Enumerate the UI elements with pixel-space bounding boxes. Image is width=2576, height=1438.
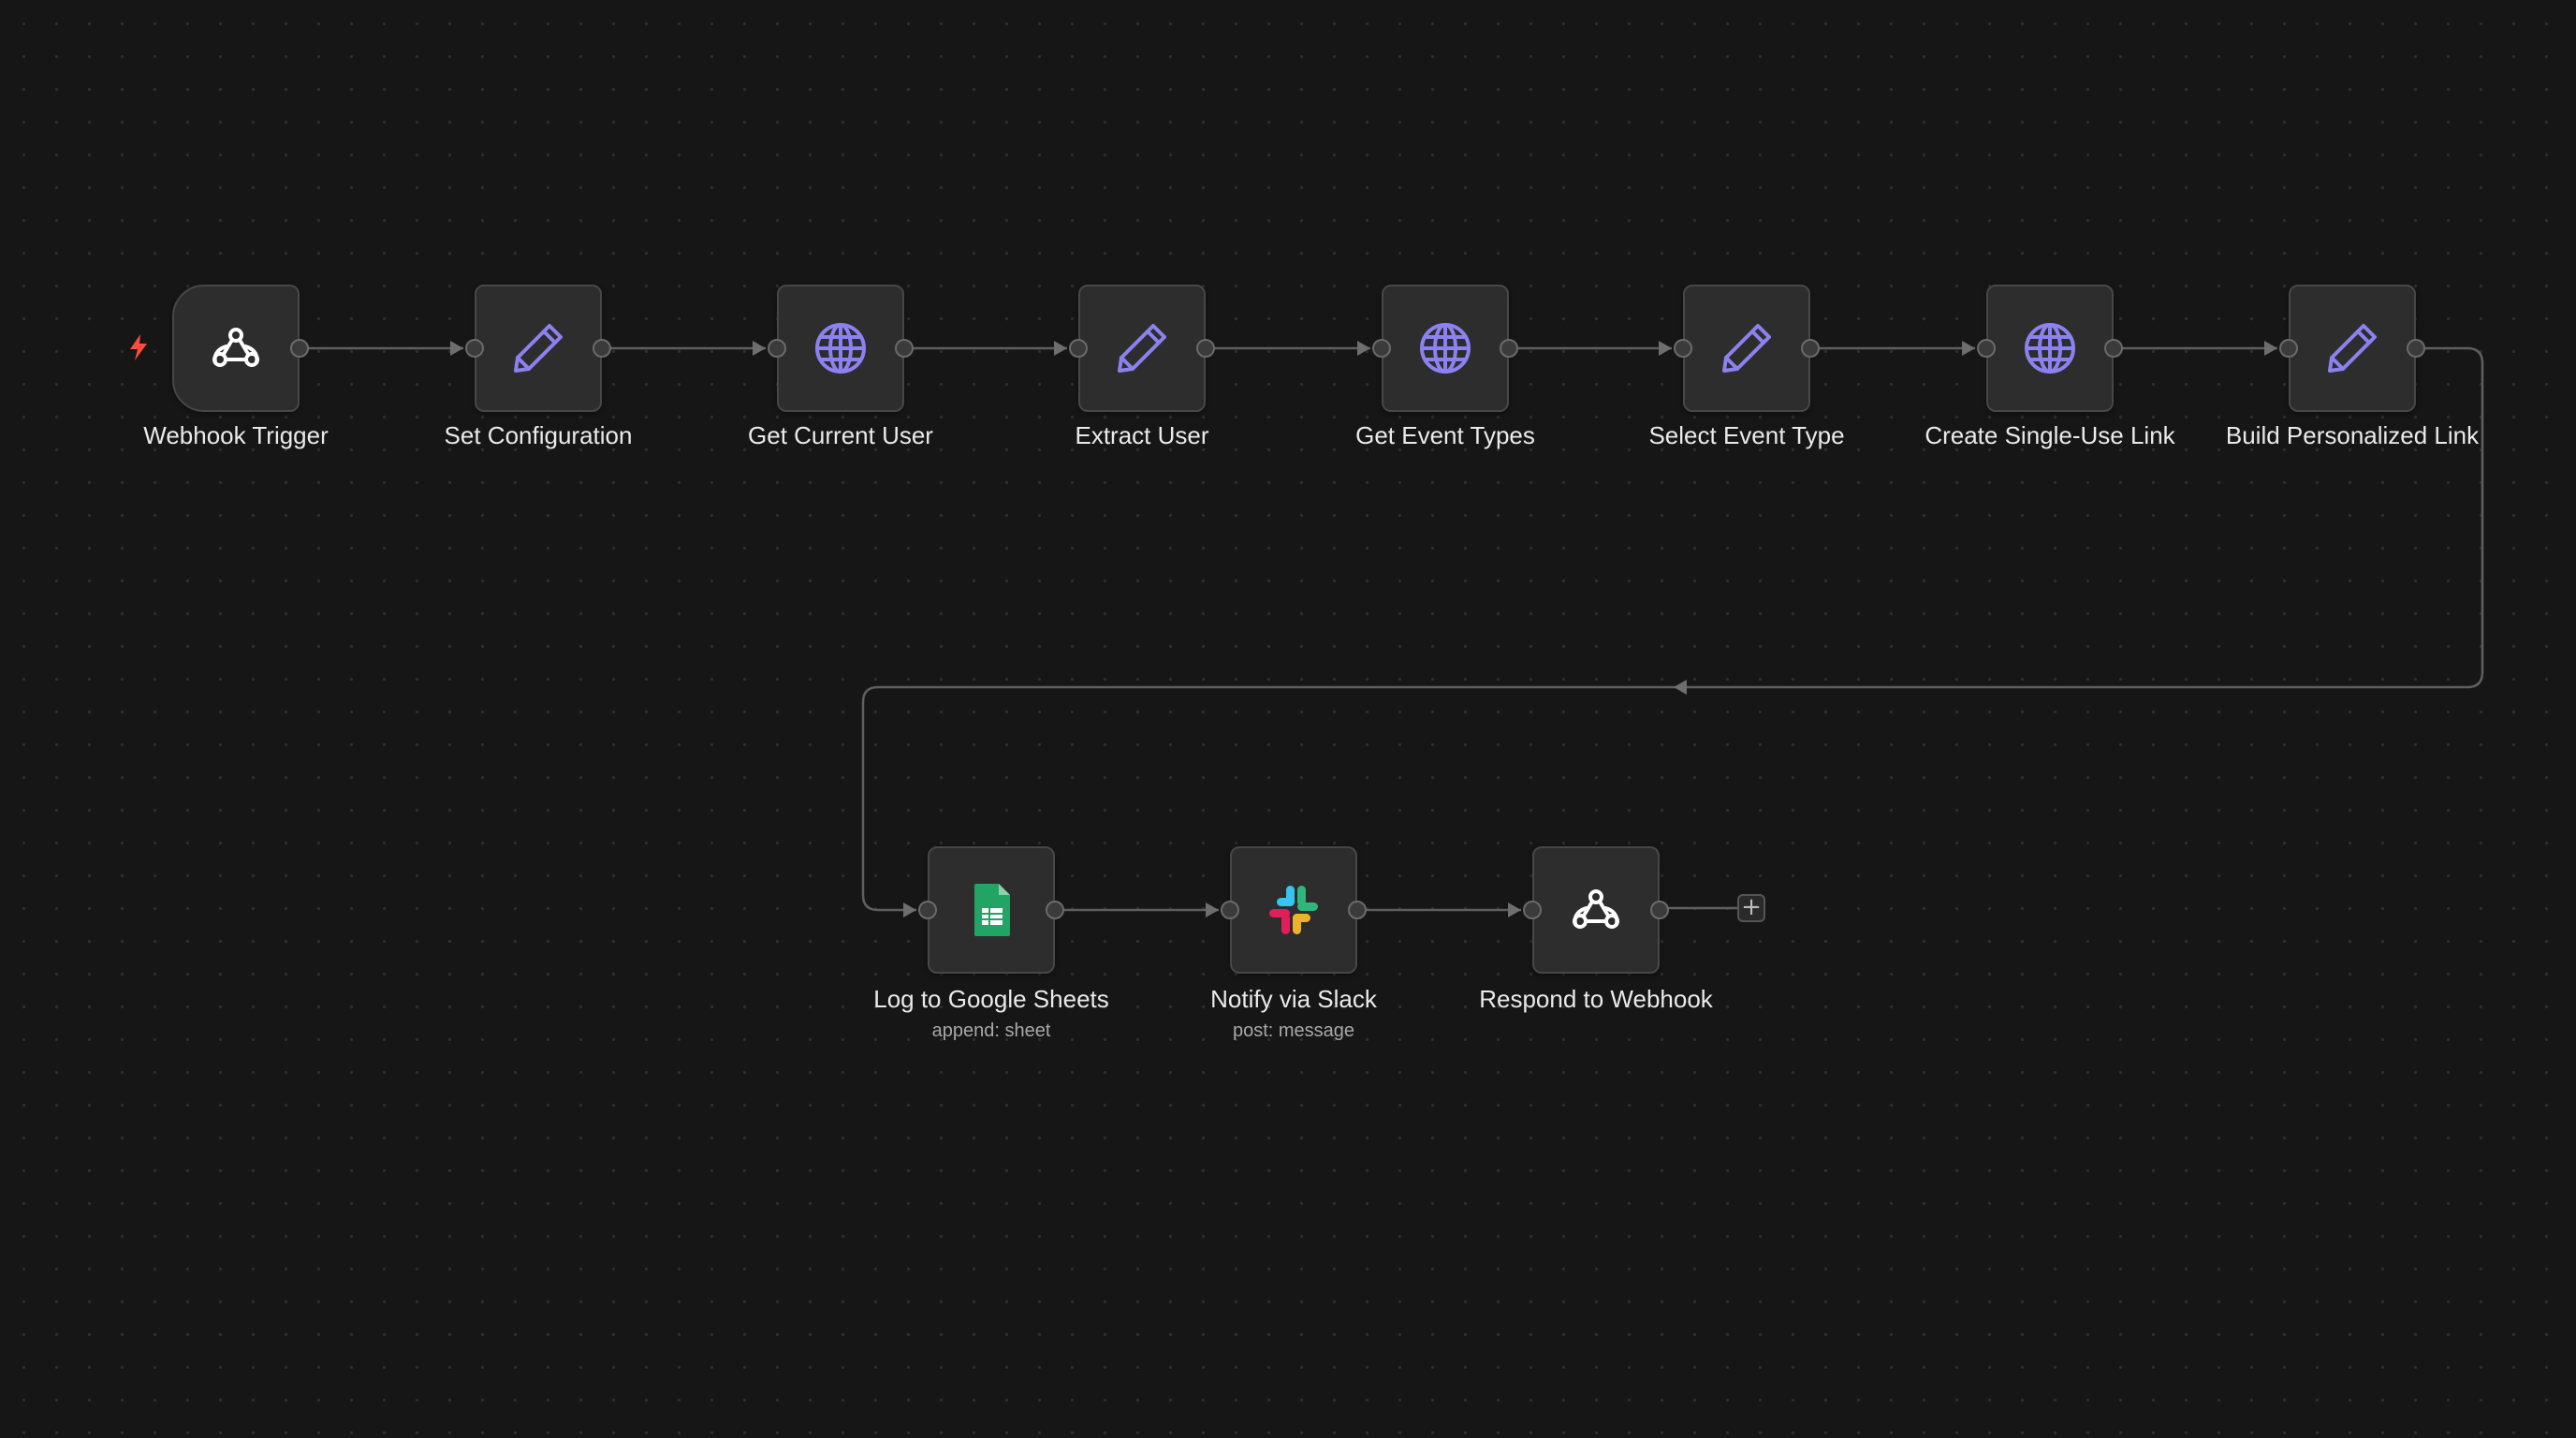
globe-icon [2020, 318, 2080, 378]
output-handle[interactable] [593, 339, 611, 358]
input-handle[interactable] [1372, 339, 1391, 358]
output-handle[interactable] [2104, 339, 2123, 358]
pencil-icon [1717, 318, 1777, 378]
node-respond-to-webhook[interactable] [1523, 846, 1669, 974]
connection-arrow [1357, 341, 1370, 356]
pencil-icon [1112, 318, 1172, 378]
input-handle[interactable] [768, 339, 786, 358]
node-sublabel: append: sheet [931, 1020, 1051, 1041]
output-handle[interactable] [1500, 339, 1518, 358]
output-handle[interactable] [2407, 339, 2425, 358]
output-handle[interactable] [1348, 901, 1367, 919]
node-get-current-user[interactable] [768, 285, 914, 412]
connection-arrow [1962, 341, 1975, 356]
input-handle[interactable] [2279, 339, 2298, 358]
connection-arrow [1054, 341, 1067, 356]
connection-arrow [903, 902, 916, 917]
output-handle[interactable] [1046, 901, 1064, 919]
node-select-event-type[interactable] [1674, 285, 1820, 412]
node-label: Log to Google Sheets [873, 985, 1109, 1013]
webhook-icon [206, 318, 266, 378]
pencil-icon [2322, 318, 2382, 378]
input-handle[interactable] [465, 339, 484, 358]
globe-icon [811, 318, 871, 378]
node-log-to-google-sheets[interactable] [918, 846, 1064, 974]
connection-arrow [1206, 902, 1219, 917]
node-label: Build Personalized Link [2225, 421, 2480, 449]
output-handle[interactable] [1801, 339, 1820, 358]
pencil-icon [508, 318, 568, 378]
node-notify-via-slack[interactable] [1221, 846, 1367, 974]
output-handle[interactable] [895, 339, 914, 358]
output-handle[interactable] [1650, 901, 1669, 919]
input-handle[interactable] [1674, 339, 1692, 358]
node-build-personalized-link[interactable] [2279, 285, 2425, 412]
node-label: Extract User [1075, 421, 1209, 449]
node-label: Notify via Slack [1210, 985, 1377, 1013]
node-create-single-use-link[interactable] [1977, 285, 2123, 412]
input-handle[interactable] [1221, 901, 1239, 919]
node-label: Select Event Type [1648, 421, 1845, 449]
node-webhook-trigger[interactable] [172, 285, 309, 412]
node-label: Create Single-Use Link [1925, 421, 2175, 449]
connection-arrow [2264, 341, 2277, 356]
node-label: Get Current User [748, 421, 933, 449]
add-node-button[interactable]: + [1737, 894, 1765, 922]
node-label: Respond to Webhook [1479, 985, 1713, 1013]
input-handle[interactable] [1069, 339, 1088, 358]
output-handle[interactable] [1196, 339, 1215, 358]
input-handle[interactable] [1523, 901, 1542, 919]
slack-icon [1264, 880, 1324, 940]
connection-arrow [1674, 680, 1687, 695]
connection-arrow [1508, 902, 1521, 917]
webhook-icon [1566, 880, 1626, 940]
node-label: Get Event Types [1355, 421, 1535, 449]
output-handle[interactable] [290, 339, 309, 358]
node-sublabel: post: message [1232, 1020, 1355, 1041]
connection-arrow [1659, 341, 1672, 356]
input-handle[interactable] [1977, 339, 1996, 358]
connection-arrow [753, 341, 766, 356]
connection-arrow [450, 341, 463, 356]
input-handle[interactable] [918, 901, 937, 919]
node-extract-user[interactable] [1069, 285, 1215, 412]
google-sheets-icon [961, 880, 1021, 940]
node-set-configuration[interactable] [465, 285, 611, 412]
node-label: Webhook Trigger [143, 421, 329, 449]
globe-icon [1415, 318, 1475, 378]
trigger-bolt-icon [130, 334, 147, 360]
node-label: Set Configuration [444, 421, 633, 449]
node-get-event-types[interactable] [1372, 285, 1518, 412]
